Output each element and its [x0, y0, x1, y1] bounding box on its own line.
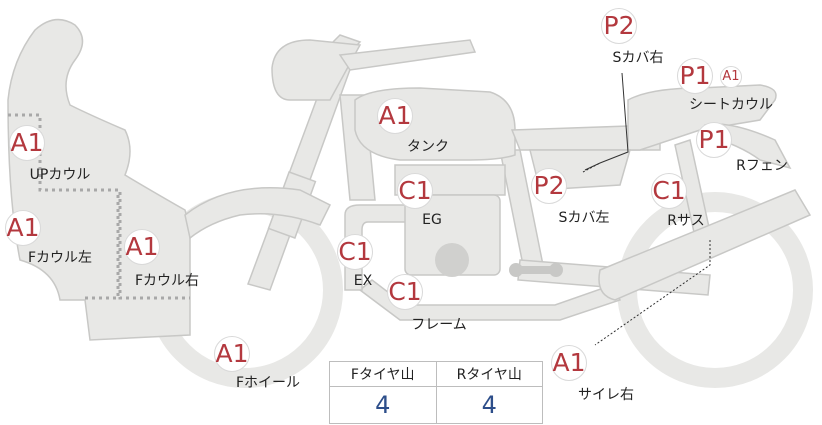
seat-cowl-grade-badge: P1 — [677, 58, 713, 94]
rear-tire-header: Rタイヤ山 — [435, 361, 543, 387]
seat-cowl-extra-grade-badge: A1 — [720, 66, 742, 88]
up-cowl-label: UPカウル — [29, 167, 91, 183]
frame-top-shape — [338, 39, 477, 71]
tire-tread-table: Fタイヤ山 Rタイヤ山 4 4 — [329, 361, 543, 424]
exhaust-label: EX — [353, 273, 373, 289]
headlight-cowl-shape — [271, 39, 362, 101]
engine-grade-badge: C1 — [397, 173, 433, 209]
rear-tire-value: 4 — [435, 386, 543, 424]
silencer-shape — [598, 189, 812, 301]
r-suspension-grade-badge: C1 — [651, 173, 687, 209]
s-cover-left-label: Sカバ左 — [558, 210, 610, 226]
exhaust-grade-badge: C1 — [337, 234, 373, 270]
footpeg — [509, 263, 563, 277]
frame-grade-badge: C1 — [387, 274, 423, 310]
up-cowl-grade-badge: A1 — [9, 125, 45, 161]
engine-crank-cover — [435, 243, 469, 277]
f-wheel-label: Fホイール — [235, 375, 301, 391]
s-cover-right-grade-badge: P2 — [601, 8, 637, 44]
leader-line-s-cover-right — [584, 72, 629, 171]
r-fender-label: Rフェン — [736, 158, 788, 174]
s-cover-right-label: Sカバ右 — [612, 50, 664, 66]
f-cowl-right-label: Fカウル右 — [134, 273, 200, 289]
seat-shape — [510, 124, 661, 151]
front-tire-header: Fタイヤ山 — [329, 361, 437, 387]
s-cover-left-grade-badge: P2 — [531, 168, 567, 204]
tank-label: タンク — [407, 139, 449, 155]
leader-line-silencer — [594, 240, 711, 346]
f-cowl-left-label: Fカウル左 — [27, 250, 93, 266]
r-fender-grade-badge: P1 — [696, 122, 732, 158]
seat-cowl-label: シートカウル — [689, 97, 773, 113]
f-cowl-left-grade-badge: A1 — [5, 210, 41, 246]
f-cowl-right-grade-badge: A1 — [124, 229, 160, 265]
tank-grade-badge: A1 — [377, 98, 413, 134]
frame-label: フレーム — [411, 317, 467, 333]
silencer-right-label: サイレ右 — [578, 387, 634, 403]
engine-label: EG — [422, 212, 442, 228]
front-fender-shape — [184, 187, 332, 240]
f-wheel-grade-badge: A1 — [214, 336, 250, 372]
silencer-right-grade-badge: A1 — [551, 345, 587, 381]
cowl-division-line — [8, 113, 190, 300]
r-suspension-label: Rサス — [667, 213, 705, 229]
leader-line-s-cover-right-dash — [582, 162, 601, 173]
seat-cowl-shape — [627, 84, 777, 151]
front-tire-value: 4 — [329, 386, 437, 424]
